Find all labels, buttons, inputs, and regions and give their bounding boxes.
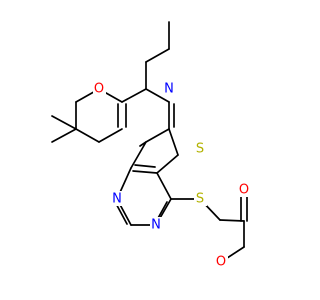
molecule-canvas: O N S N N S O O bbox=[51, 21, 251, 270]
thiophene-sulfur-label: S bbox=[196, 142, 204, 157]
bond bbox=[145, 88, 170, 103]
bond bbox=[51, 115, 77, 130]
pyridine-nitrogen-label: N bbox=[164, 82, 174, 97]
bond bbox=[75, 128, 100, 143]
bond bbox=[168, 128, 179, 156]
ring-oxygen-label: O bbox=[94, 82, 104, 97]
bond bbox=[145, 48, 170, 63]
bond bbox=[121, 88, 147, 103]
double-bonds bbox=[112, 101, 248, 230]
pyrimidine-nitrogen-1-label: N bbox=[112, 192, 122, 207]
molecule-structure: O N S N N S O O bbox=[51, 21, 251, 270]
ester-oxygen-label: O bbox=[216, 255, 226, 270]
bond-double bbox=[134, 164, 156, 168]
bond-double bbox=[132, 170, 158, 174]
carbonyl-oxygen-label: O bbox=[239, 183, 249, 198]
bond bbox=[130, 141, 147, 169]
bond bbox=[145, 128, 170, 143]
thioether-sulfur-label: S bbox=[196, 192, 204, 207]
pyrimidine-nitrogen-2-label: N bbox=[151, 218, 161, 233]
bond bbox=[156, 154, 179, 174]
bond-double bbox=[139, 141, 147, 147]
bond bbox=[156, 172, 172, 200]
bond bbox=[219, 219, 245, 222]
atoms: O N S N N S O O bbox=[93, 81, 251, 270]
bond bbox=[98, 128, 123, 143]
bond bbox=[51, 128, 77, 143]
single-bonds bbox=[51, 21, 245, 263]
